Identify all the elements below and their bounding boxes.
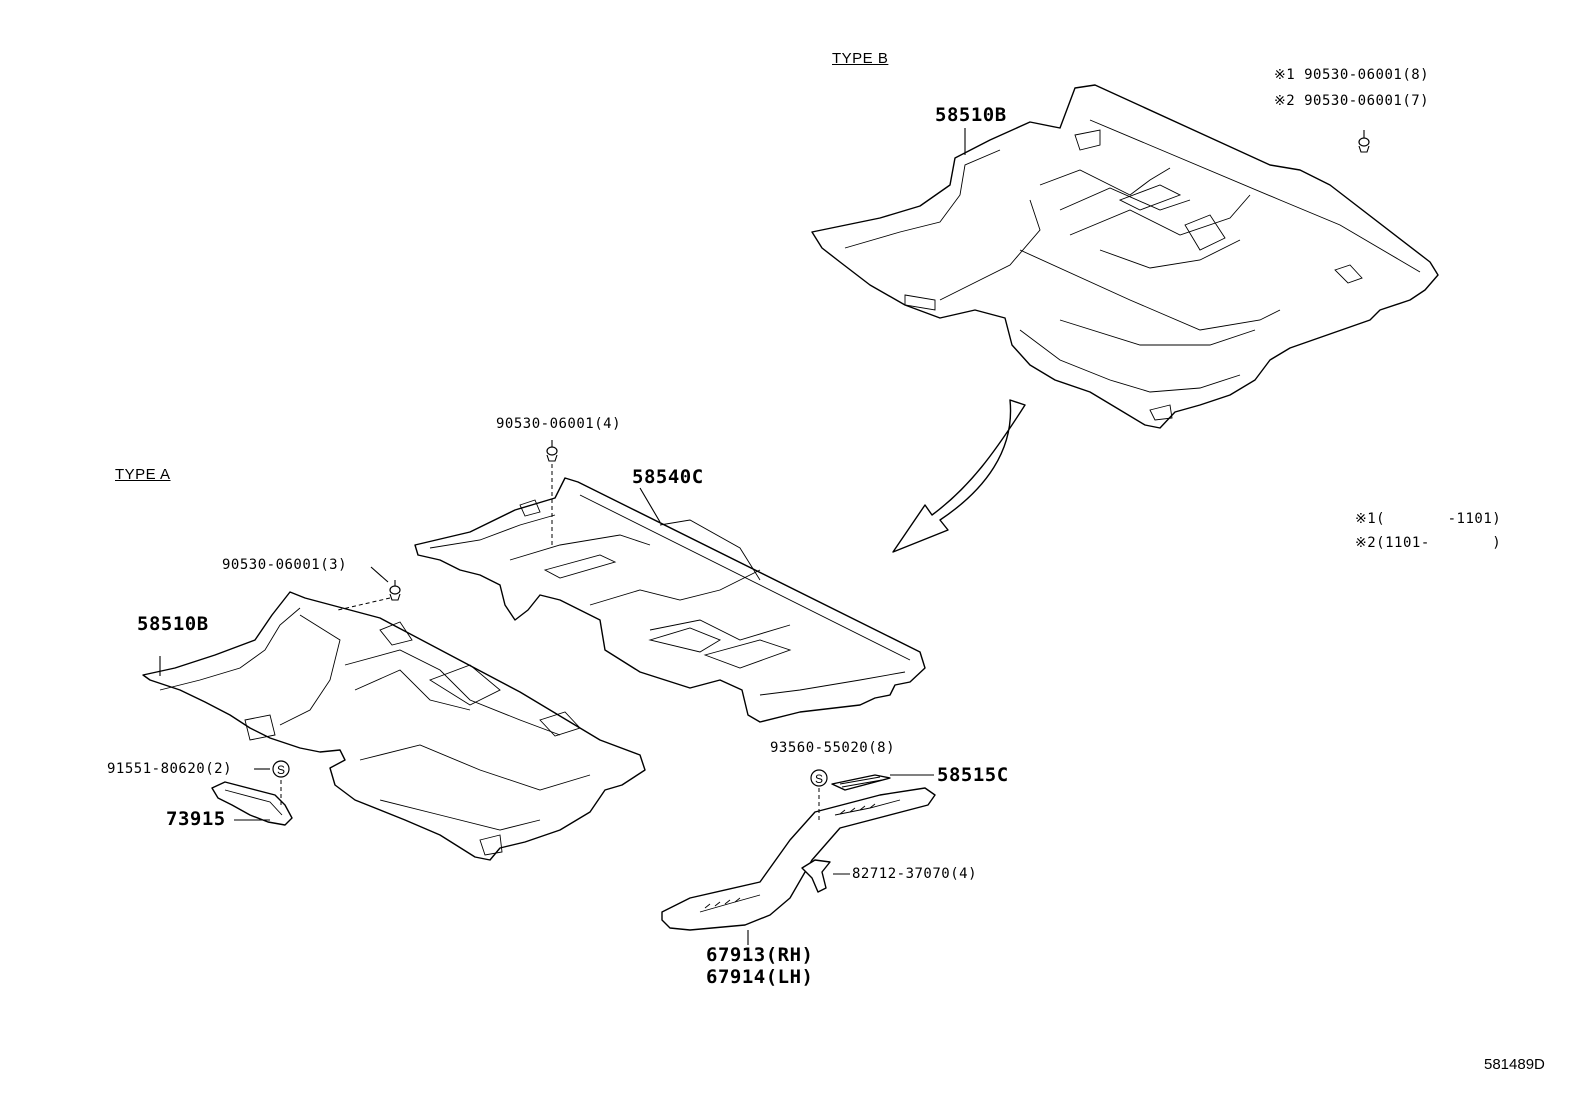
type-a-title: TYPE A: [115, 466, 171, 483]
bracket-part: [211, 781, 293, 826]
svg-text:S: S: [277, 763, 285, 777]
legend-range1: ( -1101): [1376, 511, 1502, 527]
type-b-note1: ※1 90530-06001(8): [1274, 67, 1429, 83]
scuff-clip-label: 82712-37070(4): [852, 866, 978, 882]
scuff-clip: [801, 859, 831, 893]
legend-row1: ※1( -1101): [1355, 511, 1501, 527]
note2-mark: ※2: [1274, 93, 1296, 109]
scuff-screw-label: 93560-55020(8): [770, 740, 896, 756]
s-symbol-screw-b: S: [810, 769, 828, 787]
rear-mat-label: 58540C: [632, 466, 704, 488]
type-b-title: TYPE B: [832, 50, 889, 67]
front-floor-carpet: [142, 591, 646, 861]
type-b-mat-label: 58510B: [935, 104, 1007, 126]
bracket-label: 73915: [166, 808, 226, 830]
scuff-insert-label: 58515C: [937, 764, 1009, 786]
s-symbol-screw-a: S: [272, 760, 290, 778]
legend-range2: (1101- ): [1376, 535, 1502, 551]
rear-floor-carpet: [414, 477, 926, 723]
note1-mark: ※1: [1274, 67, 1296, 83]
type-b-note2: ※2 90530-06001(7): [1274, 93, 1429, 109]
scuff-insert: [831, 774, 891, 791]
front-mat-label: 58510B: [137, 613, 209, 635]
note2-part: 90530-06001(7): [1304, 93, 1430, 109]
scuff-rh-label: 67913(RH): [706, 944, 814, 966]
type-b-clip-fastener: [1358, 130, 1370, 153]
direction-arrow: [892, 399, 1026, 553]
legend-mark1: ※1: [1355, 511, 1377, 527]
rear-carpet-clip: [546, 440, 558, 462]
bracket-screw-label: 91551-80620(2): [107, 761, 233, 777]
front-clip-label: 90530-06001(3): [222, 557, 348, 573]
front-carpet-clip: [370, 566, 401, 601]
diagram-code: 581489D: [1484, 1056, 1545, 1073]
svg-text:S: S: [815, 772, 823, 786]
legend-mark2: ※2: [1355, 535, 1377, 551]
scuff-lh-label: 67914(LH): [706, 966, 814, 988]
rear-clip-label: 90530-06001(4): [496, 416, 622, 432]
scuff-plate: [661, 787, 936, 931]
legend-row2: ※2(1101- ): [1355, 535, 1501, 551]
note1-part: 90530-06001(8): [1304, 67, 1430, 83]
type-b-floor-carpet: [811, 84, 1439, 429]
